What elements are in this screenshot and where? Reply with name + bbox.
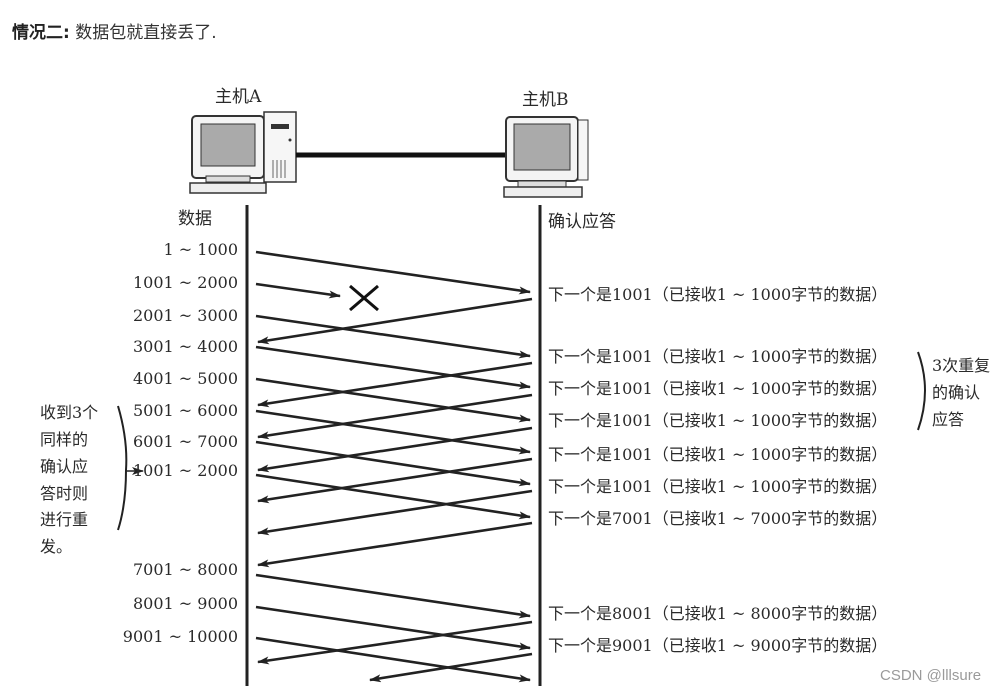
section-heading: 情况二: 数据包就直接丢了. bbox=[12, 18, 217, 43]
dup-ack-brace bbox=[917, 351, 926, 431]
watermark: CSDN @lllsure bbox=[880, 667, 982, 684]
ack-arrow bbox=[369, 652, 533, 683]
note-line: 应答 bbox=[932, 410, 965, 429]
note-line: 3次重复 bbox=[932, 356, 991, 375]
data-segment-arrow bbox=[255, 409, 531, 455]
ack-label: 下一个是1001（已接收1 ~ 1000字节的数据） bbox=[548, 477, 888, 496]
ack-arrow bbox=[257, 393, 533, 440]
note-line: 答时则 bbox=[40, 484, 89, 503]
retransmit-brace bbox=[117, 405, 128, 531]
ack-label: 下一个是1001（已接收1 ~ 1000字节的数据） bbox=[548, 347, 888, 366]
segment-label: 3001 ~ 4000 bbox=[132, 337, 238, 356]
data-segment-arrow bbox=[255, 345, 531, 390]
segment-label: 1 ~ 1000 bbox=[163, 240, 238, 259]
ack-label: 下一个是8001（已接收1 ~ 8000字节的数据） bbox=[548, 604, 888, 623]
data-segment-arrow bbox=[255, 250, 531, 295]
note-line: 进行重 bbox=[40, 510, 89, 529]
host-b-computer-icon bbox=[503, 116, 589, 198]
data-segment-arrow bbox=[255, 282, 341, 299]
note-line: 发。 bbox=[40, 537, 73, 556]
data-segment-arrow bbox=[255, 573, 531, 619]
ack-arrow bbox=[257, 521, 533, 568]
data-segment-arrow bbox=[255, 636, 531, 683]
data-segment-arrow bbox=[255, 605, 531, 651]
ack-label: 下一个是1001（已接收1 ~ 1000字节的数据） bbox=[548, 285, 888, 304]
segment-label: 5001 ~ 6000 bbox=[132, 401, 238, 420]
host-b-label: 主机B bbox=[522, 90, 569, 110]
ack-arrow bbox=[257, 457, 533, 504]
ack-arrow bbox=[257, 361, 533, 408]
ack-arrow bbox=[257, 297, 533, 345]
data-segment-arrow bbox=[255, 473, 531, 520]
ack-arrow bbox=[257, 426, 533, 473]
segment-label: 6001 ~ 7000 bbox=[132, 432, 238, 451]
note-line: 的确认 bbox=[932, 383, 981, 402]
segment-label: 1001 ~ 2000 bbox=[132, 461, 238, 480]
data-segment-arrow bbox=[255, 377, 531, 423]
ack-column-label: 确认应答 bbox=[548, 212, 616, 232]
segment-label: 2001 ~ 3000 bbox=[132, 306, 238, 325]
heading-text: 数据包就直接丢了. bbox=[69, 23, 217, 43]
note-line: 确认应 bbox=[40, 457, 89, 476]
data-segment-arrow bbox=[255, 440, 531, 487]
data-segment-arrow bbox=[255, 314, 531, 359]
ack-label: 下一个是1001（已接收1 ~ 1000字节的数据） bbox=[548, 411, 888, 430]
heading-label: 情况二: bbox=[12, 23, 70, 43]
segment-label: 7001 ~ 8000 bbox=[132, 560, 238, 579]
host-a-computer-icon bbox=[189, 111, 297, 194]
ack-label: 下一个是1001（已接收1 ~ 1000字节的数据） bbox=[548, 445, 888, 464]
packet-lost-x-icon bbox=[349, 284, 379, 312]
host-a-label: 主机A bbox=[215, 87, 262, 107]
ack-label: 下一个是7001（已接收1 ~ 7000字节的数据） bbox=[548, 509, 888, 528]
data-column-label: 数据 bbox=[178, 209, 212, 229]
segment-label: 4001 ~ 5000 bbox=[132, 369, 238, 388]
ack-arrow bbox=[257, 489, 533, 536]
note-line: 收到3个 bbox=[40, 403, 99, 422]
segment-label: 9001 ~ 10000 bbox=[122, 627, 238, 646]
ack-arrow bbox=[257, 620, 533, 665]
note-line: 同样的 bbox=[40, 430, 89, 449]
ack-label: 下一个是9001（已接收1 ~ 9000字节的数据） bbox=[548, 636, 888, 655]
ack-label: 下一个是1001（已接收1 ~ 1000字节的数据） bbox=[548, 379, 888, 398]
segment-label: 1001 ~ 2000 bbox=[132, 273, 238, 292]
segment-label: 8001 ~ 9000 bbox=[132, 594, 238, 613]
